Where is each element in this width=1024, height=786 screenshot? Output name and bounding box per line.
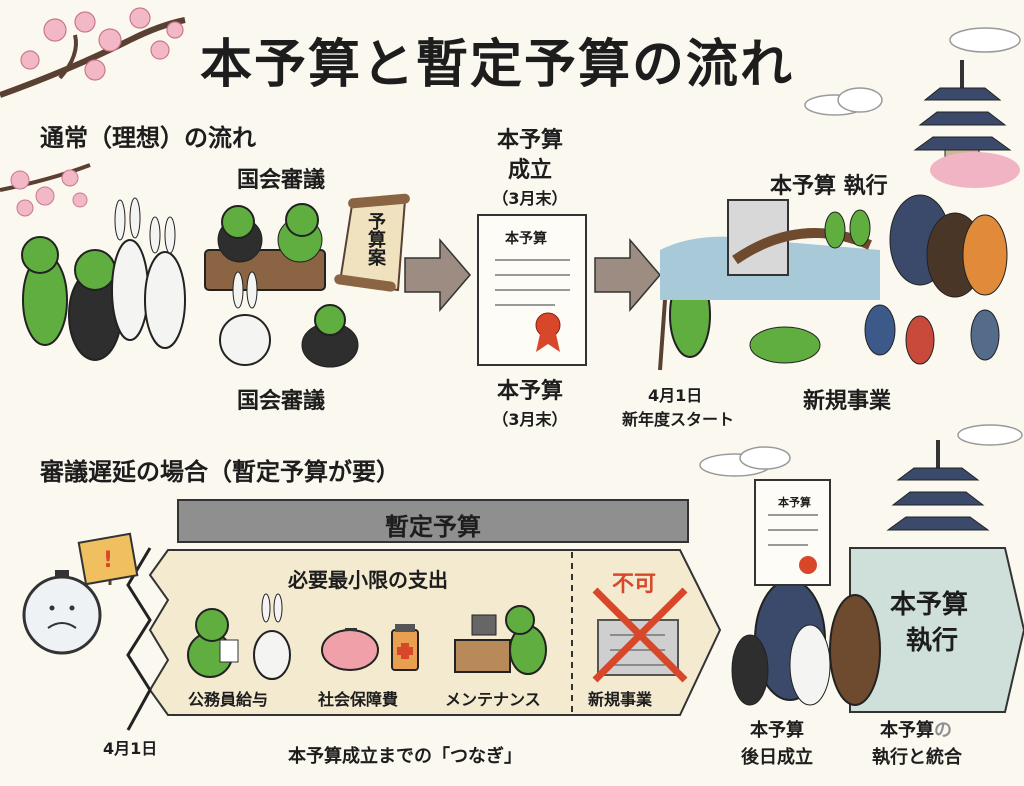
crowd-illustration-left bbox=[21, 197, 186, 361]
delay-case-heading: 審議遅延の場合（暫定予算が要） bbox=[40, 458, 400, 486]
crossed-out-building-icon bbox=[592, 587, 688, 683]
later-passed-line2: 後日成立 bbox=[741, 747, 813, 768]
flow-arrow-1 bbox=[404, 237, 471, 313]
pagoda-bottom bbox=[886, 440, 990, 531]
later-passed-line1: 本予算 bbox=[750, 720, 804, 741]
time-break-zigzag bbox=[126, 547, 152, 731]
integration-line1: 本予算の bbox=[880, 716, 952, 742]
document-label: 本予算 bbox=[505, 231, 547, 247]
diet-deliberation-top-label: 国会審議 bbox=[237, 168, 326, 193]
svg-text:!: ! bbox=[103, 548, 113, 573]
crowd-holding-document-illustration bbox=[731, 479, 881, 706]
page-title: 本予算と暫定予算の流れ bbox=[200, 34, 795, 95]
budget-document-icon bbox=[477, 214, 587, 366]
stopwatch-icon bbox=[22, 570, 102, 655]
execution-scene-illustration bbox=[660, 152, 1020, 365]
delay-new-business-label: 新規事業 bbox=[588, 690, 653, 709]
diet-deliberation-bottom-label: 国会審議 bbox=[237, 389, 326, 414]
budget-passed-when: （3月末） bbox=[492, 189, 568, 208]
budget-execution-title: 本予算 執行 bbox=[770, 174, 888, 199]
delay-date-label: 4月1日 bbox=[103, 739, 158, 758]
clouds bbox=[699, 27, 1023, 477]
normal-flow-heading: 通常（理想）の流れ bbox=[40, 124, 256, 152]
interim-budget-title: 暫定予算 bbox=[385, 513, 481, 541]
integration-line2: 執行と統合 bbox=[872, 747, 962, 768]
budget-passed-title: 本予算 bbox=[496, 128, 563, 153]
warning-sign-icon: ! bbox=[77, 532, 139, 586]
execution-box-line2: 執行 bbox=[906, 626, 959, 656]
salary-illustration bbox=[187, 593, 291, 680]
cherry-branch-left bbox=[0, 163, 91, 217]
budget-scroll-icon bbox=[334, 193, 410, 292]
not-allowed-label: 不可 bbox=[612, 572, 657, 597]
cherry-branch-top bbox=[0, 7, 186, 98]
minimum-spending-label: 必要最小限の支出 bbox=[288, 568, 448, 592]
execution-box-line1: 本予算 bbox=[890, 590, 969, 620]
flow-arrow-2 bbox=[594, 237, 661, 313]
item-maintenance: メンテナンス bbox=[445, 690, 541, 709]
bottom-budget-when: （3月末） bbox=[492, 410, 568, 429]
item-social-security: 社会保障費 bbox=[318, 690, 399, 709]
fiscal-start-date: 4月1日 bbox=[648, 386, 703, 405]
scroll-label: 予算案 bbox=[365, 212, 386, 266]
piggy-bank-icon bbox=[321, 628, 379, 671]
fiscal-start-text: 新年度スタート bbox=[622, 410, 735, 429]
interim-budget-bar-bg bbox=[177, 499, 689, 543]
delay-document-label: 本予算 bbox=[778, 496, 811, 509]
new-business-label: 新規事業 bbox=[803, 389, 892, 414]
bridge-text: 本予算成立までの「つなぎ」 bbox=[288, 746, 522, 767]
medicine-bottle-icon bbox=[391, 624, 419, 671]
integration-line1-particle: の bbox=[934, 720, 952, 741]
item-civil-servant-salaries: 公務員給与 bbox=[188, 690, 269, 709]
diet-scene-illustration bbox=[204, 203, 359, 368]
bottom-budget-label: 本予算 bbox=[496, 379, 563, 404]
integration-line1-budget: 本予算 bbox=[880, 720, 934, 741]
budget-passed-sub: 成立 bbox=[507, 158, 552, 183]
pagoda-top bbox=[913, 60, 1012, 171]
maintenance-illustration bbox=[454, 605, 547, 675]
